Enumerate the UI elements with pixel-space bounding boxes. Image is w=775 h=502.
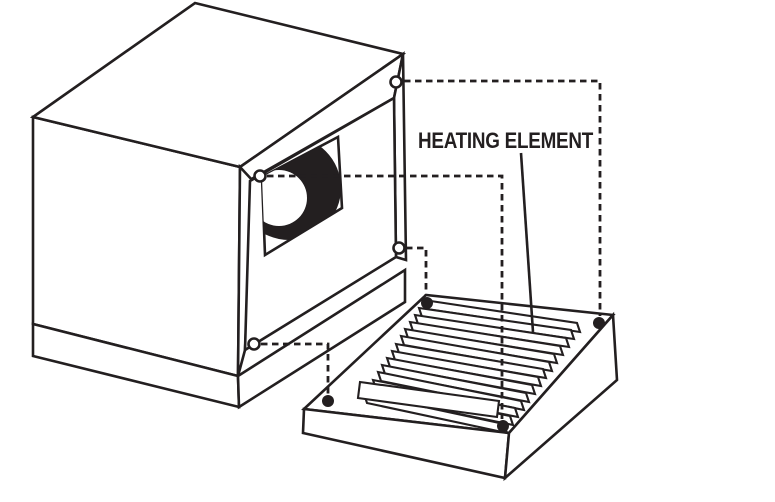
label-leader-line: [519, 152, 535, 333]
screw-hole: [247, 337, 261, 351]
heating-element-assembly: [301, 293, 619, 482]
fin-blade: [394, 342, 548, 380]
fin-blade: [417, 306, 576, 341]
element-fins: [356, 298, 582, 435]
fin-blade: [385, 356, 537, 396]
fin-blade: [380, 363, 531, 404]
screw-hole: [253, 169, 267, 183]
mounting-point-dot: [593, 317, 605, 329]
fin-blade: [390, 349, 543, 388]
alignment-dashed-line: [267, 174, 504, 419]
cabinet-front-panel: [243, 95, 398, 353]
alignment-dashed-line: [406, 246, 428, 296]
element-front-plate: [356, 380, 501, 419]
heating-element-label: HEATING ELEMENT: [418, 128, 594, 153]
fin-blade: [408, 320, 565, 357]
alignment-dashed-line: [404, 79, 602, 316]
fin-blade: [399, 334, 554, 373]
alignment-lines: [261, 79, 602, 419]
appliance-cabinet: [29, 1, 408, 410]
blower-ring-inner: [262, 170, 307, 226]
mounting-point-dot: [421, 297, 433, 309]
mounting-point-dot: [497, 420, 509, 432]
mounting-point-dot: [322, 395, 334, 407]
fin-blade: [403, 327, 559, 365]
fin-blade: [413, 313, 571, 349]
element-base-pan-right: [503, 311, 619, 482]
screw-hole: [389, 75, 403, 89]
screw-hole: [392, 241, 406, 255]
screw-holes: [247, 75, 406, 351]
cabinet-base-right-side: [236, 267, 407, 410]
alignment-dashed-line: [261, 342, 330, 394]
